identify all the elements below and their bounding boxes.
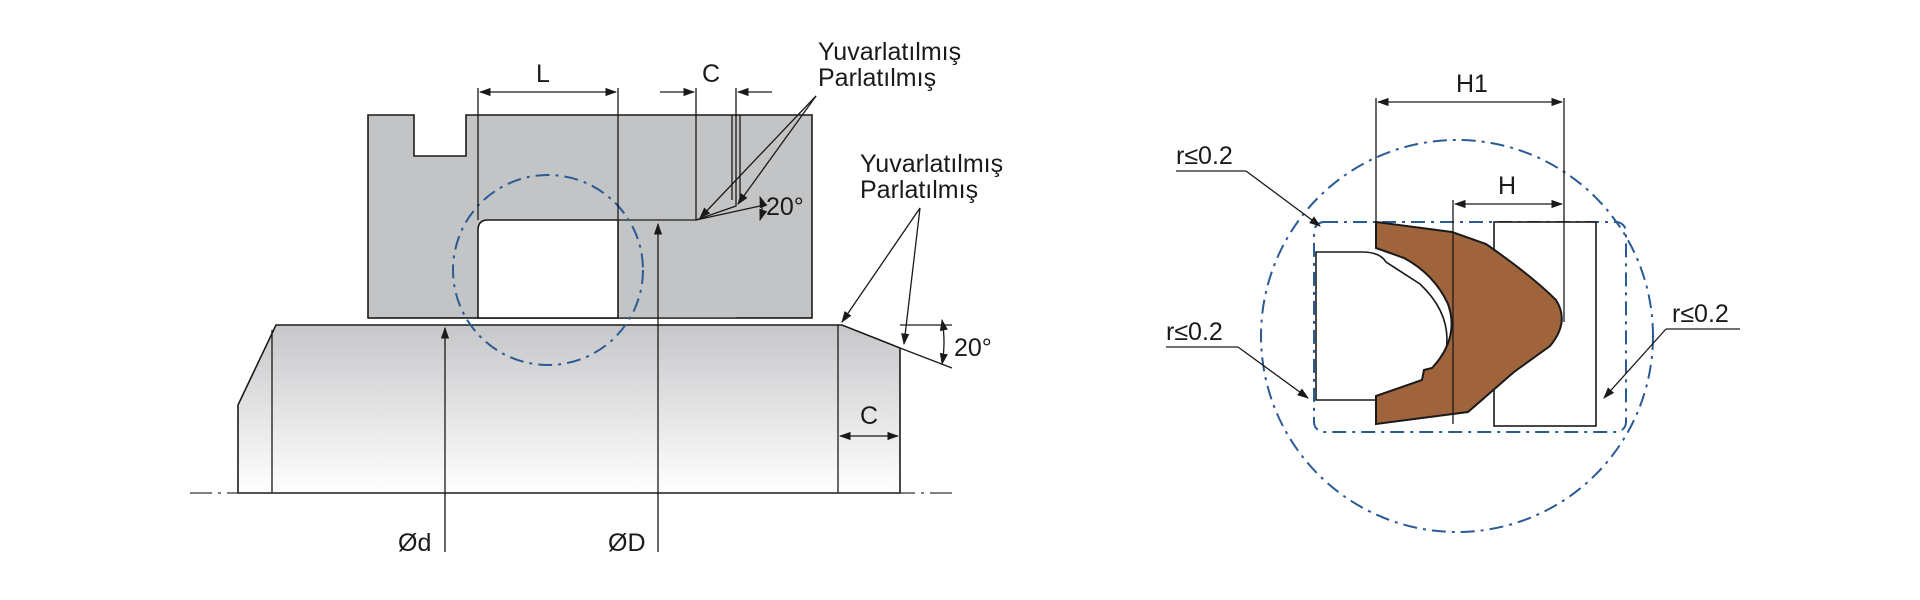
note-top-line2: Parlatılmış [818, 64, 936, 92]
radius-top-left-label: r≤0.2 [1176, 142, 1233, 170]
dimension-C-top: C [660, 60, 772, 115]
angle-bottom-label: 20° [954, 334, 992, 362]
dimension-L-label: L [536, 60, 550, 88]
angle-top-label: 20° [766, 193, 804, 221]
dimension-H-label: H [1498, 172, 1516, 200]
right-detail-view: H1 H r≤0.2 r≤0.2 r≤0.2 [1166, 70, 1740, 533]
radius-right: r≤0.2 [1603, 300, 1740, 399]
dimension-H1-label: H1 [1456, 70, 1488, 98]
dimension-C-top-label: C [702, 60, 720, 88]
detail-circle-left [452, 174, 644, 366]
dimension-L: L [477, 60, 619, 220]
dimension-H1: H1 [1376, 70, 1564, 107]
radius-left-label: r≤0.2 [1166, 318, 1223, 346]
note-mid-line1: Yuvarlatılmış [860, 150, 1003, 178]
angle-top: 20° [695, 193, 804, 222]
detail-circle-right [1260, 139, 1654, 533]
angle-bottom: 20° [899, 318, 992, 369]
shaft-body [237, 324, 901, 494]
note-top: Yuvarlatılmış Parlatılmış [699, 38, 961, 219]
note-top-line1: Yuvarlatılmış [818, 38, 961, 66]
housing-groove [477, 219, 619, 319]
radius-right-label: r≤0.2 [1672, 300, 1729, 328]
housing-chamfer [618, 115, 737, 221]
left-installation-view: L C 20° Yuvarlatılmış Parlatılmış Yuvarl… [190, 38, 1003, 557]
groove-outline [1313, 221, 1627, 433]
diameter-D: ØD [608, 222, 663, 557]
diameter-d: Ød [398, 326, 450, 557]
radius-top-left: r≤0.2 [1176, 142, 1321, 227]
dimension-H: H [1453, 172, 1564, 209]
diameter-D-label: ØD [608, 529, 646, 557]
seal-groove [618, 202, 736, 318]
dimension-C-bottom-label: C [860, 402, 878, 430]
radius-left: r≤0.2 [1166, 318, 1309, 399]
seal-profile [1375, 220, 1563, 426]
note-mid: Yuvarlatılmış Parlatılmış [841, 150, 1003, 346]
dimension-C-bottom: C [838, 402, 900, 441]
note-mid-line2: Parlatılmış [860, 176, 978, 204]
diameter-d-label: Ød [398, 529, 431, 557]
